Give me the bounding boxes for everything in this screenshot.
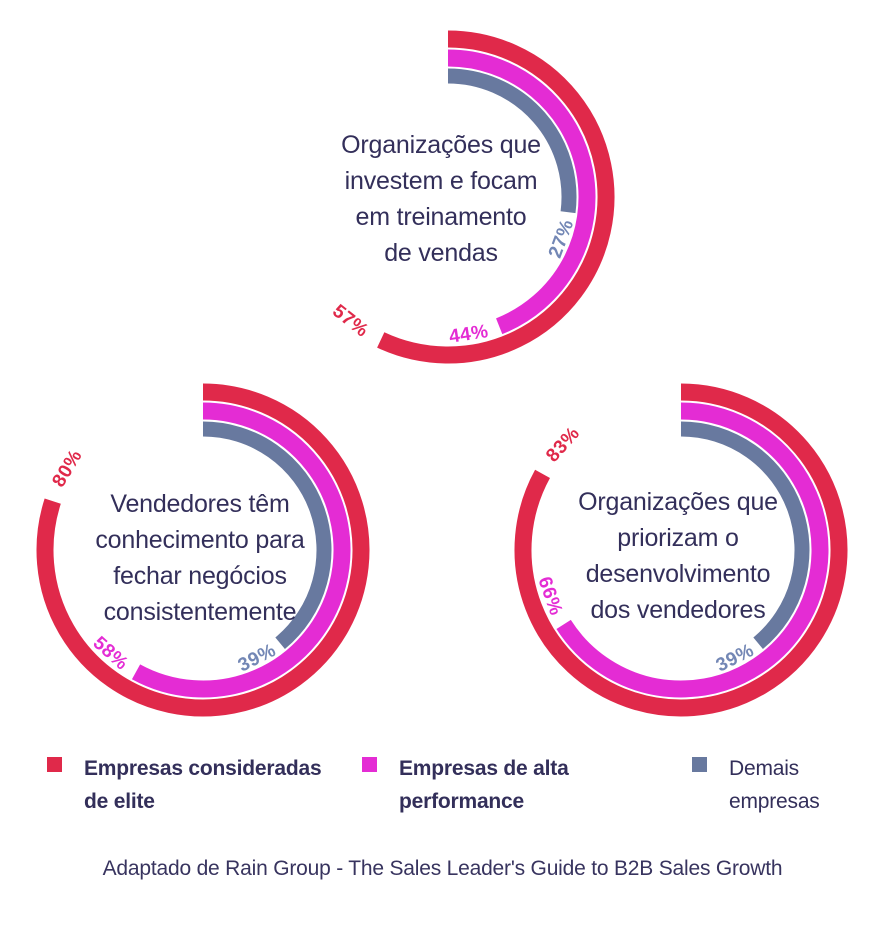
chart-title-line: Organizações que — [578, 488, 778, 516]
donut-chart-development: 83%66%39% — [486, 355, 876, 745]
arc-alta — [447, 49, 596, 335]
chart-title-line: conhecimento para — [95, 526, 305, 554]
arc-alta — [556, 402, 829, 698]
arc-demais — [202, 421, 332, 650]
legend-label-line: empresas — [729, 790, 820, 813]
donut-rings-svg: 80%58%39% — [36, 383, 370, 717]
legend-label-alta: Empresas de alta performance — [399, 752, 569, 818]
legend-swatch-elite — [47, 757, 62, 772]
chart-title-line: investem e focam — [344, 167, 538, 195]
arc-alta — [131, 402, 351, 698]
legend-label-line: Empresas consideradas — [84, 757, 322, 780]
donut-rings-svg: 83%66%39% — [514, 383, 848, 717]
arc-demais — [680, 421, 810, 650]
chart-title-line: fechar negócios — [113, 562, 287, 590]
chart-title-line: de vendas — [384, 239, 498, 267]
source-attribution: Adaptado de Rain Group - The Sales Leade… — [102, 857, 783, 880]
chart-title-line: Organizações que — [341, 131, 541, 159]
chart-title-line: Vendedores têm — [110, 490, 290, 518]
arc-value-label-elite: 80% — [48, 446, 86, 491]
legend-label-line: Demais — [729, 757, 799, 780]
arc-demais — [447, 68, 577, 214]
arc-elite — [36, 383, 370, 717]
chart-title-training: Organizações que investem e focam em trein… — [341, 127, 541, 271]
chart-title-development: Organizações que priorizam o desenvolvimen… — [578, 484, 778, 628]
donut-rings-svg: 57%44%27% — [328, 30, 615, 364]
chart-title-line: priorizam o — [617, 524, 739, 552]
donut-chart-training: 57%44%27% — [253, 2, 643, 392]
legend-label-line: Empresas de alta — [399, 757, 569, 780]
arc-value-label-elite: 83% — [542, 423, 584, 466]
legend-label-line: de elite — [84, 790, 155, 813]
legend-swatch-alta — [362, 757, 377, 772]
legend-item-elite: Empresas consideradas de elite — [47, 752, 322, 818]
chart-title-knowledge: Vendedores têm conhecimento para fechar ne… — [95, 486, 304, 630]
arc-elite — [377, 30, 615, 364]
chart-title-line: dos vendedores — [590, 596, 766, 624]
legend-label-demais: Demais empresas — [729, 752, 820, 818]
arc-elite — [514, 383, 848, 717]
legend-swatch-demais — [692, 757, 707, 772]
legend-item-demais: Demais empresas — [692, 752, 820, 818]
legend-label-elite: Empresas consideradas de elite — [84, 752, 322, 818]
chart-title-line: em treinamento — [355, 203, 527, 231]
chart-title-line: desenvolvimento — [585, 560, 771, 588]
donut-chart-knowledge: 80%58%39% — [8, 355, 398, 745]
arc-value-label-elite: 57% — [328, 301, 372, 342]
legend-item-alta: Empresas de alta performance — [362, 752, 569, 818]
chart-title-line: consistentemente — [103, 598, 297, 626]
legend-label-line: performance — [399, 790, 525, 813]
